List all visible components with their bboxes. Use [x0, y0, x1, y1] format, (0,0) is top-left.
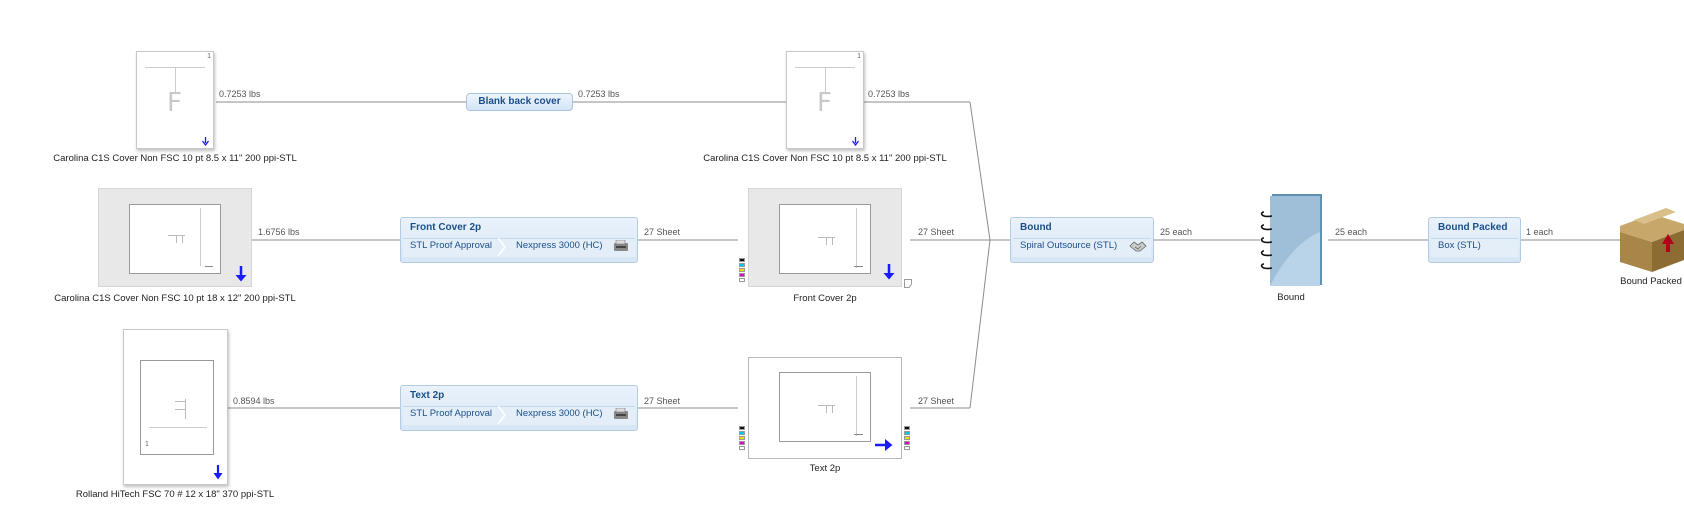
- row1-process-weight: 0.7253 lbs: [578, 89, 620, 99]
- spiral-book-icon: [1260, 194, 1322, 286]
- arrow-right-icon: [875, 439, 893, 451]
- bound-packed-process[interactable]: Bound Packed Box (STL): [1428, 217, 1521, 263]
- blank-back-cover-process[interactable]: Blank back cover: [466, 93, 573, 111]
- bound-process-qty: 25 each: [1160, 227, 1193, 237]
- row1-source-caption: Carolina C1S Cover Non FSC 10 pt 8.5 x 1…: [53, 153, 297, 164]
- bound-step-spiral[interactable]: Spiral Outsource (STL): [1020, 240, 1118, 251]
- text-process[interactable]: Text 2p STL Proof Approval Nexpress 3000…: [400, 385, 638, 431]
- row3-source-caption: Rolland HiTech FSC 70 # 12 x 18" 370 ppi…: [75, 489, 275, 500]
- row2-result-sheet[interactable]: [748, 188, 902, 287]
- row3-source-page-number: 1: [145, 441, 149, 448]
- front-cover-process[interactable]: Front Cover 2p STL Proof Approval Nexpre…: [400, 217, 638, 263]
- arrow-down-icon: [235, 266, 247, 282]
- row1-source-sheet[interactable]: F 1: [136, 51, 214, 149]
- text-step-press[interactable]: Nexpress 3000 (HC): [516, 408, 603, 419]
- bound-process[interactable]: Bound Spiral Outsource (STL): [1010, 217, 1154, 263]
- handshake-icon: [1129, 241, 1147, 252]
- text-step-proof[interactable]: STL Proof Approval: [410, 408, 493, 419]
- bound-item-caption: Bound: [1277, 292, 1305, 303]
- step-separator-icon: [498, 406, 506, 424]
- row2-ink-swatches-front: [739, 258, 745, 283]
- row3-result-sheet[interactable]: [748, 357, 902, 459]
- bound-item-qty: 25 each: [1335, 227, 1368, 237]
- row2-process-qty: 27 Sheet: [644, 227, 681, 237]
- row2-source-weight: 1.6756 lbs: [258, 227, 300, 237]
- row1-result-weight: 0.7253 lbs: [868, 89, 910, 99]
- printer-icon: [614, 408, 628, 419]
- row1-source-weight: 0.7253 lbs: [219, 89, 261, 99]
- row2-result-caption: Front Cover 2p: [793, 293, 857, 304]
- row3-ink-swatches-front: [739, 426, 745, 451]
- bound-process-title: Bound: [1020, 222, 1052, 233]
- row3-process-qty: 27 Sheet: [644, 396, 681, 406]
- row3-source-sheet[interactable]: 1: [123, 329, 228, 485]
- front-cover-step-press[interactable]: Nexpress 3000 (HC): [516, 240, 603, 251]
- bound-packed-process-qty: 1 each: [1526, 227, 1554, 237]
- step-separator-icon: [498, 238, 506, 256]
- bound-item[interactable]: [1260, 192, 1324, 288]
- row1-result-caption: Carolina C1S Cover Non FSC 10 pt 8.5 x 1…: [703, 153, 947, 164]
- row1-result-mark: F: [817, 88, 832, 118]
- printer-icon: [614, 240, 628, 251]
- bound-packed-process-title: Bound Packed: [1438, 222, 1508, 233]
- bound-packed-step-box[interactable]: Box (STL): [1438, 240, 1481, 251]
- arrow-down-icon: [213, 465, 223, 480]
- row1-result-page-number: 1: [857, 53, 861, 60]
- row2-source-sheet[interactable]: [98, 188, 252, 287]
- row1-source-page-number: 1: [207, 53, 211, 60]
- row2-source-caption: Carolina C1S Cover Non FSC 10 pt 18 x 12…: [54, 293, 296, 304]
- front-cover-process-title: Front Cover 2p: [410, 222, 482, 233]
- row1-result-sheet[interactable]: F 1: [786, 51, 864, 149]
- cardboard-box-icon: [1620, 208, 1684, 272]
- blank-back-cover-title: Blank back cover: [478, 96, 561, 107]
- row3-ink-swatches-back: [904, 426, 910, 451]
- page-corner-icon: [904, 279, 912, 288]
- row3-source-weight: 0.8594 lbs: [233, 396, 275, 406]
- front-cover-step-proof[interactable]: STL Proof Approval: [410, 240, 493, 251]
- text-process-title: Text 2p: [410, 390, 445, 401]
- row1-source-mark: F: [167, 88, 182, 118]
- row3-result-qty: 27 Sheet: [918, 396, 955, 406]
- arrow-down-icon: [852, 137, 859, 146]
- row3-result-caption: Text 2p: [809, 463, 841, 474]
- row2-result-qty: 27 Sheet: [918, 227, 955, 237]
- bound-packed-item[interactable]: [1616, 204, 1684, 274]
- bound-packed-item-caption: Bound Packed: [1620, 276, 1682, 287]
- arrow-down-icon: [883, 264, 895, 280]
- arrow-down-icon: [202, 137, 209, 146]
